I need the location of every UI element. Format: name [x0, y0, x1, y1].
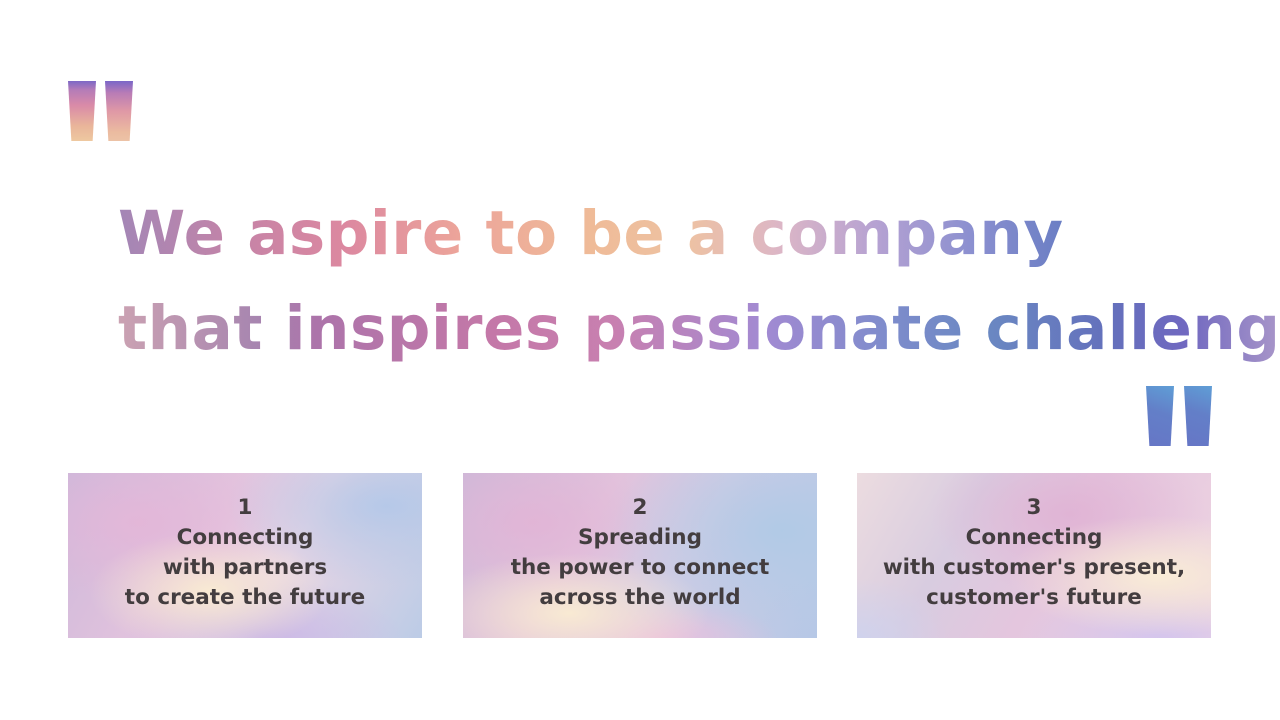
opening-quote-icon — [68, 81, 134, 141]
quote-bar — [68, 81, 96, 141]
quote-bar — [1146, 386, 1174, 446]
quote-bar — [105, 81, 133, 141]
mission-headline: We aspire to be a company that inspires … — [118, 186, 1280, 376]
headline-line-2: that inspires passionate challenges — [118, 281, 1280, 376]
card-text: Connecting with partners to create the f… — [124, 525, 366, 610]
card-number: 1 — [237, 495, 253, 520]
card-text: Spreading the power to connect across th… — [510, 525, 770, 610]
headline-line-1: We aspire to be a company — [118, 186, 1064, 281]
card-number: 3 — [1026, 495, 1042, 520]
closing-quote-icon — [1146, 386, 1212, 446]
quote-bar — [1184, 386, 1212, 446]
card-text: Connecting with customer's present, cust… — [882, 525, 1186, 610]
value-card-2: 2 Spreading the power to connect across … — [463, 473, 817, 638]
value-card-1: 1 Connecting with partners to create the… — [68, 473, 422, 638]
value-card-3: 3 Connecting with customer's present, cu… — [857, 473, 1211, 638]
card-number: 2 — [632, 495, 648, 520]
